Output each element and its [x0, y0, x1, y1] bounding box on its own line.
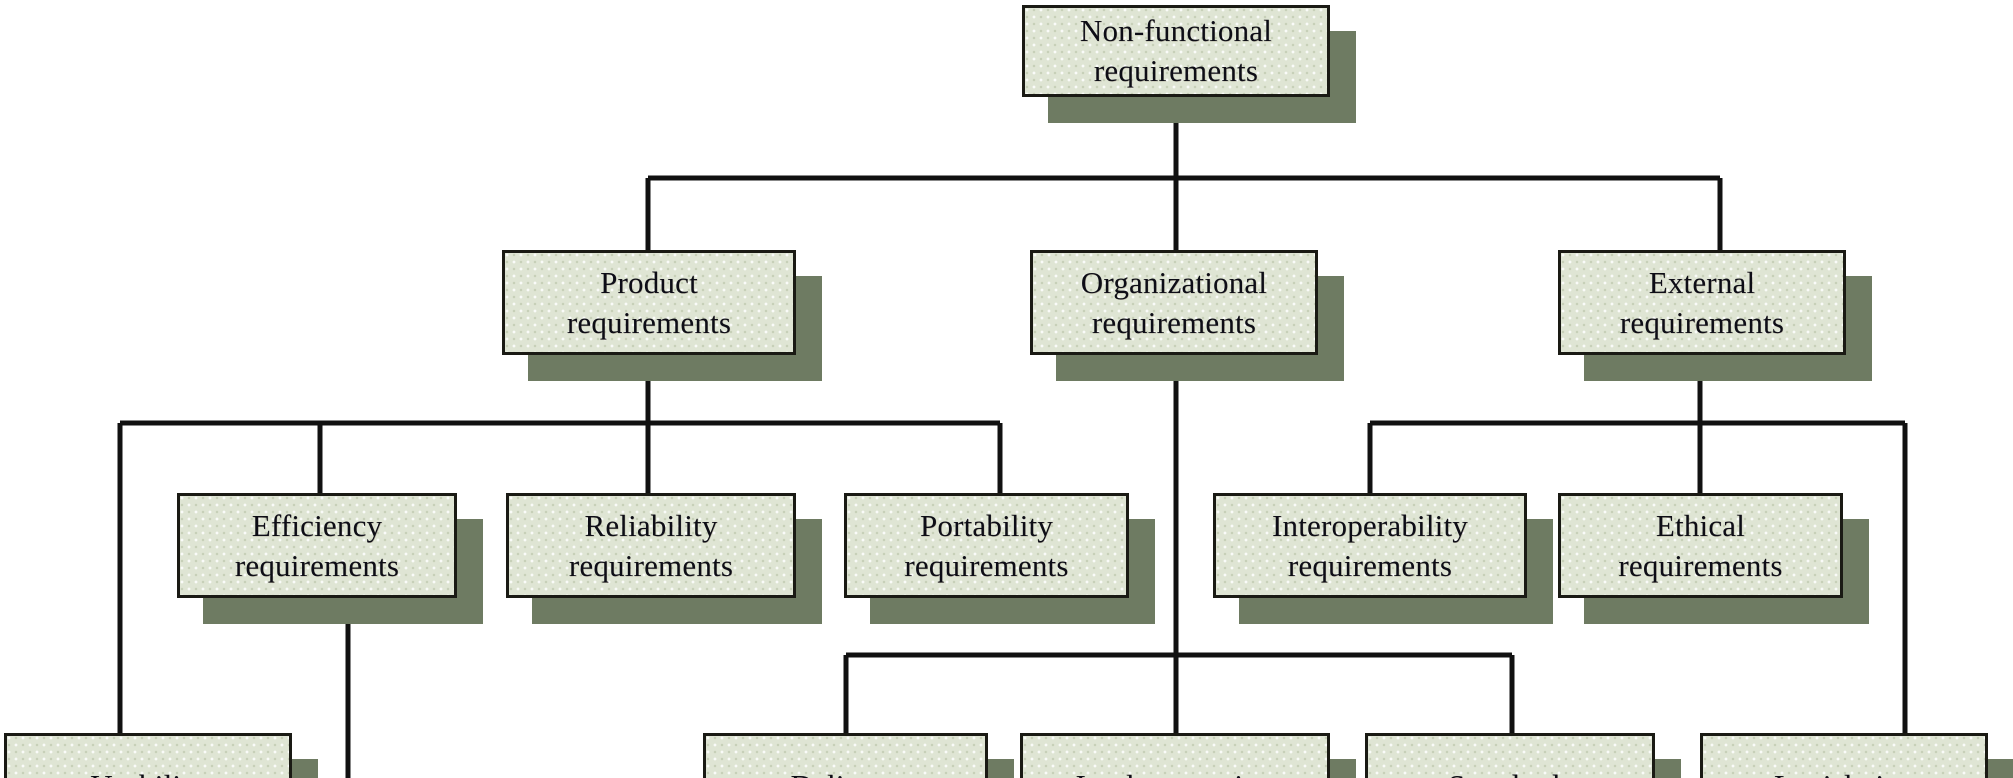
node-standards[interactable]: Standards [1365, 733, 1655, 778]
node-label-interoperability: Interoperability requirements [1271, 507, 1468, 583]
node-label-portability: Portability requirements [904, 507, 1069, 583]
node-label-standards: Standards [1448, 766, 1572, 778]
node-root[interactable]: Non-functional requirements [1022, 5, 1330, 97]
node-portability[interactable]: Portability requirements [844, 493, 1129, 598]
node-reliability[interactable]: Reliability requirements [506, 493, 796, 598]
node-usability[interactable]: Usability [4, 733, 292, 778]
node-interoperability[interactable]: Interoperability requirements [1213, 493, 1527, 598]
node-label-reliability: Reliability requirements [568, 507, 734, 583]
node-external[interactable]: External requirements [1558, 250, 1846, 355]
node-label-legislative: Legislative [1774, 766, 1914, 778]
node-organizational[interactable]: Organizational requirements [1030, 250, 1318, 355]
node-efficiency[interactable]: Efficiency requirements [177, 493, 457, 598]
node-label-organizational: Organizational requirements [1080, 264, 1268, 340]
node-label-implementation: Implementation [1075, 766, 1274, 778]
node-delivery[interactable]: Delivery [703, 733, 988, 778]
node-implementation[interactable]: Implementation [1020, 733, 1330, 778]
node-legislative[interactable]: Legislative [1700, 733, 1988, 778]
node-product[interactable]: Product requirements [502, 250, 796, 355]
node-ethical[interactable]: Ethical requirements [1558, 493, 1843, 598]
node-label-root: Non-functional requirements [1079, 13, 1273, 88]
node-label-usability: Usability [90, 766, 205, 778]
node-label-ethical: Ethical requirements [1618, 507, 1783, 583]
node-label-product: Product requirements [566, 264, 732, 340]
node-label-delivery: Delivery [790, 766, 900, 778]
node-label-external: External requirements [1619, 264, 1785, 340]
node-label-efficiency: Efficiency requirements [234, 507, 400, 583]
